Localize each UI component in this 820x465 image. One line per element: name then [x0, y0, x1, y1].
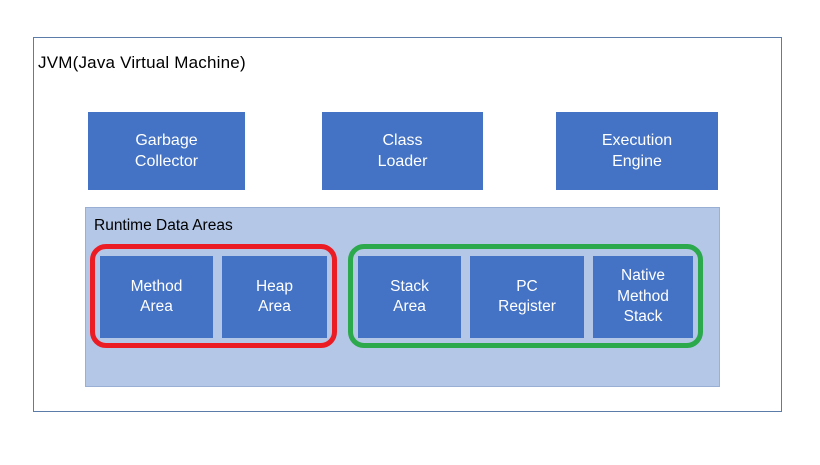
memory-area-method-area-line1: Method — [130, 277, 183, 295]
memory-area-method-area-line2: Area — [140, 298, 173, 315]
component-class-loader-line2: Loader — [377, 153, 428, 170]
memory-area-native-method-stack-line3: Stack — [623, 308, 663, 326]
memory-area-native-method-stack-line2: Method — [617, 287, 669, 305]
memory-area-stack-area[interactable]: Stack Area — [358, 256, 461, 338]
component-class-loader-line1: Class — [382, 131, 423, 149]
component-execution-engine-line1: Execution — [601, 131, 673, 149]
memory-area-heap-area-line2: Area — [258, 298, 291, 315]
memory-area-native-method-stack-line1: Native — [621, 267, 665, 285]
memory-area-method-area[interactable]: Method Area — [100, 256, 213, 338]
component-execution-engine[interactable]: Execution Engine — [556, 112, 718, 190]
memory-area-pc-register-line2: Register — [498, 298, 556, 315]
component-garbage-collector-line1: Garbage — [135, 131, 198, 149]
memory-area-stack-area-line1: Stack — [390, 277, 429, 295]
memory-area-pc-register[interactable]: PC Register — [470, 256, 584, 338]
component-garbage-collector[interactable]: Garbage Collector — [88, 112, 245, 190]
memory-area-heap-area-line1: Heap — [255, 277, 294, 295]
memory-area-native-method-stack[interactable]: Native Method Stack — [593, 256, 693, 338]
component-garbage-collector-line2: Collector — [134, 153, 199, 170]
memory-area-stack-area-line2: Area — [393, 298, 426, 315]
component-execution-engine-line2: Engine — [612, 153, 662, 170]
jvm-title: JVM(Java Virtual Machine) — [38, 53, 246, 72]
memory-area-pc-register-line1: PC — [516, 277, 538, 295]
runtime-data-areas-title: Runtime Data Areas — [94, 217, 233, 234]
component-class-loader[interactable]: Class Loader — [322, 112, 483, 190]
memory-area-heap-area[interactable]: Heap Area — [222, 256, 327, 338]
